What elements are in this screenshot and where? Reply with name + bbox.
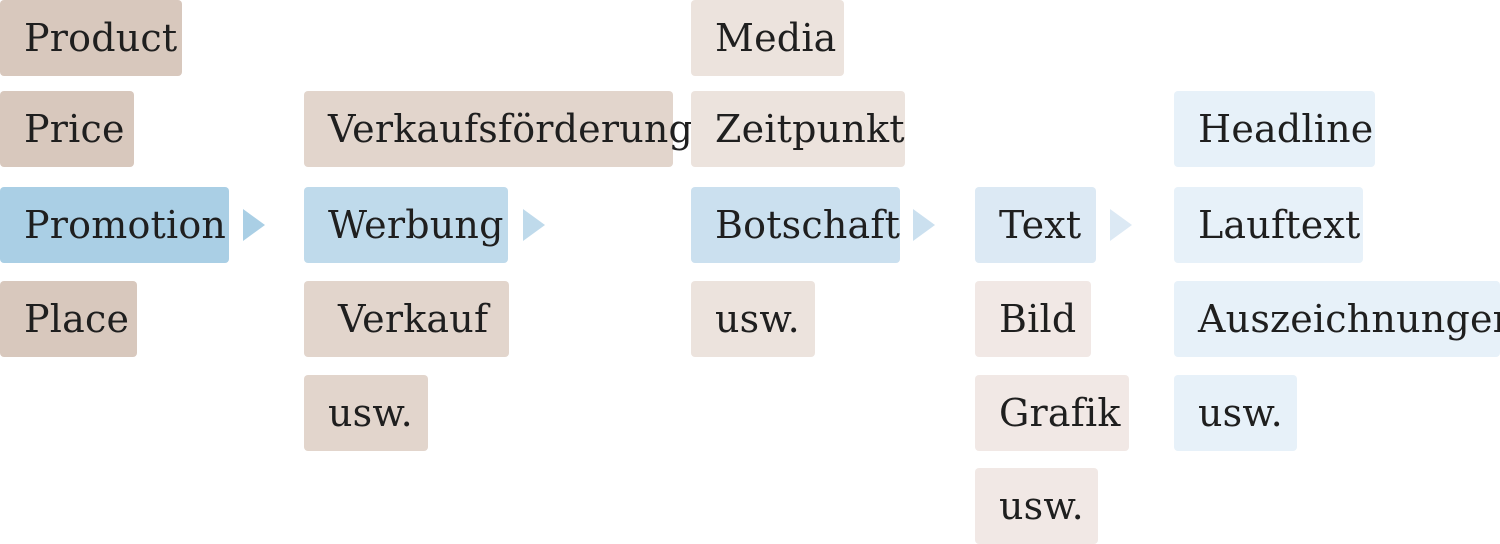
box-verkauf: Verkauf <box>304 281 509 357</box>
arrow-right-icon <box>523 209 545 241</box>
box-grafik: Grafik <box>975 375 1129 451</box>
box-price: Price <box>0 91 134 167</box>
box-botschaft: Botschaft <box>691 187 900 263</box>
box-usw-2: usw. <box>691 281 815 357</box>
box-usw-4: usw. <box>1174 375 1297 451</box>
arrow-right-icon <box>913 209 935 241</box>
box-product: Product <box>0 0 182 76</box>
box-zeitpunkt: Zeitpunkt <box>691 91 905 167</box>
box-headline: Headline <box>1174 91 1375 167</box>
box-werbung: Werbung <box>304 187 508 263</box>
box-bild: Bild <box>975 281 1091 357</box>
box-auszeichnungen: Auszeichnungen <box>1174 281 1500 357</box>
box-place: Place <box>0 281 137 357</box>
box-usw-1: usw. <box>304 375 428 451</box>
box-usw-3: usw. <box>975 468 1098 544</box>
arrow-right-icon <box>1110 209 1132 241</box>
box-media: Media <box>691 0 844 76</box>
box-text: Text <box>975 187 1096 263</box>
box-promotion: Promotion <box>0 187 229 263</box>
box-lauftext: Lauftext <box>1174 187 1363 263</box>
box-verkaufsfoerderung: Verkaufsförderung <box>304 91 693 167</box>
arrow-right-icon <box>243 209 265 241</box>
